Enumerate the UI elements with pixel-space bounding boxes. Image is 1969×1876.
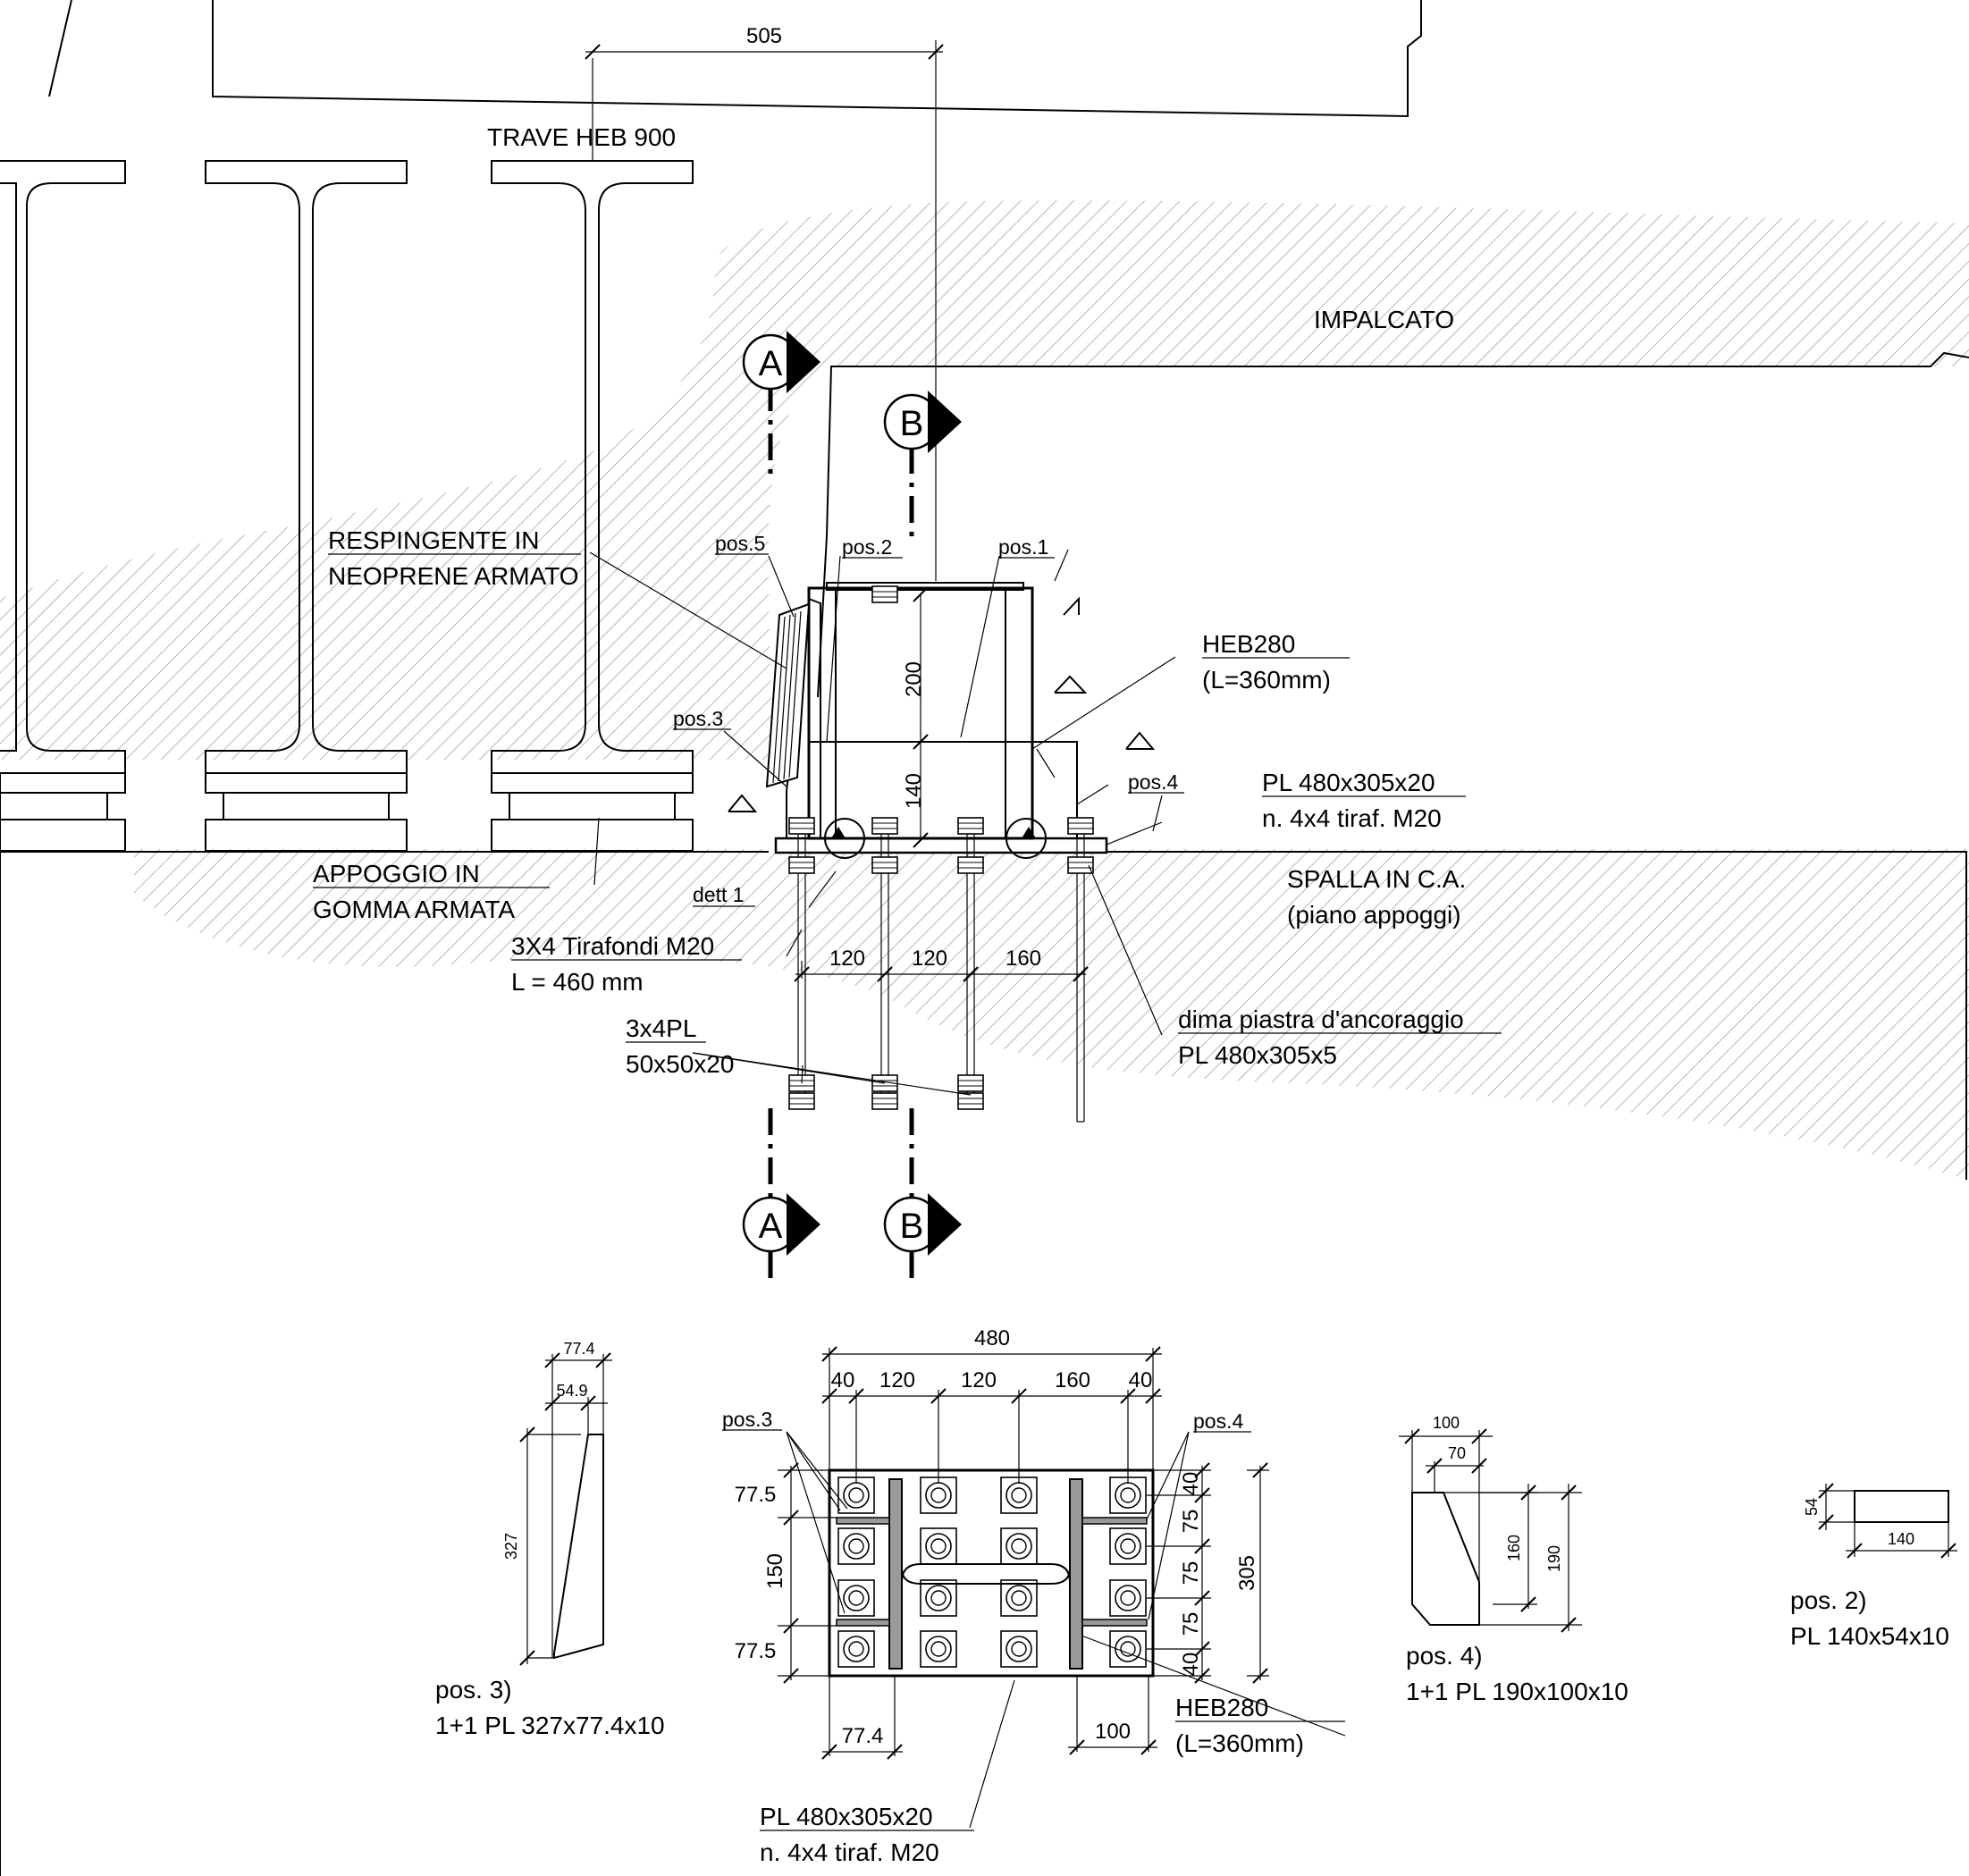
label-respingente-2: NEOPRENE ARMATO bbox=[328, 562, 579, 590]
dim-pos3-77-4: 77.4 bbox=[563, 1340, 594, 1358]
dim-120-a: 120 bbox=[829, 946, 865, 971]
dim-plan-77-5-b: 77.5 bbox=[735, 1639, 777, 1663]
plan-view bbox=[828, 1468, 1155, 1678]
label-pos4: pos.4 bbox=[1128, 770, 1178, 794]
label-pl-small-1: 3x4PL bbox=[626, 1014, 696, 1042]
abutment-top bbox=[0, 851, 1967, 1876]
label-spalla-2: (piano appoggi) bbox=[1287, 901, 1461, 929]
label-appoggio-1: APPOGGIO IN bbox=[313, 860, 480, 888]
dim-plan-77-4: 77.4 bbox=[842, 1724, 884, 1748]
labels: TRAVE HEB 900 IMPALCATO RESPINGENTE IN N… bbox=[313, 123, 1949, 1866]
dim-plan-40-b: 40 bbox=[1129, 1368, 1153, 1392]
section-marker-a-bottom: A bbox=[742, 1108, 820, 1278]
label-detail-pos3-2: 1+1 PL 327x77.4x10 bbox=[435, 1712, 665, 1739]
pos-labels: dett 1 pos.1 pos.2 pos.3 pos.4 pos.5 pos… bbox=[673, 532, 1243, 1433]
dim-pos4-160: 160 bbox=[1505, 1535, 1523, 1561]
section-a-bottom-label: A bbox=[759, 1207, 783, 1246]
dim-labels: 505 200 140 120 120 160 480 40 120 120 1… bbox=[735, 24, 1259, 1748]
label-tirafondi-1: 3X4 Tirafondi M20 bbox=[511, 932, 714, 960]
dim-plan-r75-b: 75 bbox=[1179, 1561, 1203, 1586]
label-plan-pos4: pos.4 bbox=[1193, 1409, 1243, 1433]
section-b-top-label: B bbox=[900, 404, 924, 443]
deck-outline bbox=[48, 0, 1969, 698]
label-plan-pl-1: PL 480x305x20 bbox=[760, 1803, 933, 1830]
label-underlines bbox=[313, 553, 1502, 1831]
label-respingente-1: RESPINGENTE IN bbox=[328, 526, 539, 554]
detail-pos4 bbox=[1399, 1428, 1582, 1633]
elevation-ticks bbox=[585, 44, 1089, 982]
label-pos3: pos.3 bbox=[673, 707, 723, 730]
bearing-pads bbox=[0, 772, 694, 852]
section-b-bottom-label: B bbox=[900, 1207, 924, 1246]
label-plan-heb-1: HEB280 bbox=[1175, 1694, 1268, 1721]
dim-pos2-140: 140 bbox=[1888, 1530, 1914, 1548]
label-pl-main-2: n. 4x4 tiraf. M20 bbox=[1262, 804, 1442, 832]
dim-plan-100: 100 bbox=[1095, 1720, 1131, 1744]
section-a-top-label: A bbox=[759, 344, 783, 383]
dim-plan-77-5-a: 77.5 bbox=[735, 1483, 777, 1507]
label-dima-2: PL 480x305x5 bbox=[1178, 1041, 1337, 1069]
label-tirafondi-2: L = 460 mm bbox=[511, 968, 644, 996]
dim-120-b: 120 bbox=[912, 946, 947, 971]
detail-pos2 bbox=[1818, 1483, 1957, 1559]
dim-plan-r75-c: 75 bbox=[1179, 1612, 1203, 1636]
dim-pos3-327: 327 bbox=[502, 1533, 520, 1560]
label-detail-pos2-1: pos. 2) bbox=[1790, 1586, 1867, 1614]
dim-200: 200 bbox=[902, 661, 926, 697]
dim-pos4-100: 100 bbox=[1433, 1414, 1460, 1432]
label-detail-pos4-1: pos. 4) bbox=[1406, 1642, 1483, 1670]
label-dett: dett 1 bbox=[693, 883, 745, 906]
dim-plan-160: 160 bbox=[1055, 1368, 1090, 1392]
section-marker-a-top: A bbox=[742, 331, 820, 483]
dim-plan-120-a: 120 bbox=[879, 1368, 915, 1392]
dim-pos2-54: 54 bbox=[1803, 1498, 1821, 1516]
detail-dim-labels: 77.4 54.9 327 100 70 160 190 54 140 bbox=[502, 1340, 1914, 1572]
dim-pos3-54-9: 54.9 bbox=[556, 1382, 587, 1400]
label-detail-pos3-1: pos. 3) bbox=[435, 1676, 512, 1704]
label-heb-1: HEB280 bbox=[1202, 630, 1295, 658]
label-pos2: pos.2 bbox=[842, 535, 892, 559]
dim-pos4-70: 70 bbox=[1448, 1444, 1466, 1462]
section-marker-b-top: B bbox=[883, 391, 962, 545]
dim-plan-120-b: 120 bbox=[961, 1368, 997, 1392]
dim-plan-150: 150 bbox=[763, 1553, 787, 1589]
dim-505: 505 bbox=[746, 24, 782, 48]
dim-140: 140 bbox=[902, 773, 926, 809]
label-plan-pos3: pos.3 bbox=[722, 1408, 772, 1431]
detail-pos3 bbox=[519, 1352, 612, 1666]
plan-dims bbox=[778, 1348, 1346, 1829]
restraint-elevation bbox=[728, 582, 1156, 1123]
plan-ticks bbox=[783, 1346, 1268, 1760]
label-impalcato: IMPALCATO bbox=[1314, 306, 1454, 333]
label-pl-small-2: 50x50x20 bbox=[626, 1050, 734, 1078]
abutment-hatch bbox=[134, 849, 1969, 1180]
dim-160: 160 bbox=[1006, 946, 1041, 971]
dim-plan-305: 305 bbox=[1235, 1555, 1259, 1591]
label-plan-heb-2: (L=360mm) bbox=[1175, 1729, 1304, 1757]
label-plan-pl-2: n. 4x4 tiraf. M20 bbox=[760, 1838, 939, 1866]
dim-plan-480: 480 bbox=[974, 1326, 1010, 1350]
label-pos5: pos.5 bbox=[715, 532, 765, 555]
label-trave: TRAVE HEB 900 bbox=[487, 123, 676, 151]
dim-plan-40-a: 40 bbox=[831, 1368, 855, 1392]
dim-pos4-190: 190 bbox=[1545, 1545, 1563, 1572]
dim-plan-r40-a: 40 bbox=[1179, 1472, 1203, 1496]
deck-hatch bbox=[0, 200, 1969, 761]
label-heb-2: (L=360mm) bbox=[1202, 666, 1331, 694]
dim-plan-r40-b: 40 bbox=[1179, 1653, 1203, 1677]
label-pos1: pos.1 bbox=[998, 535, 1048, 559]
label-appoggio-2: GOMMA ARMATA bbox=[313, 896, 515, 923]
section-marker-b-bottom: B bbox=[883, 1108, 962, 1278]
label-detail-pos2-2: PL 140x54x10 bbox=[1790, 1622, 1949, 1650]
label-detail-pos4-2: 1+1 PL 190x100x10 bbox=[1406, 1678, 1628, 1705]
label-dima-1: dima piastra d'ancoraggio bbox=[1178, 1005, 1464, 1033]
dim-plan-r75-a: 75 bbox=[1179, 1510, 1203, 1534]
elevation-dims bbox=[585, 40, 1086, 979]
beam-left bbox=[0, 160, 126, 774]
label-spalla-1: SPALLA IN C.A. bbox=[1287, 865, 1466, 893]
leaders bbox=[589, 549, 1176, 1096]
label-pl-main-1: PL 480x305x20 bbox=[1262, 769, 1435, 796]
